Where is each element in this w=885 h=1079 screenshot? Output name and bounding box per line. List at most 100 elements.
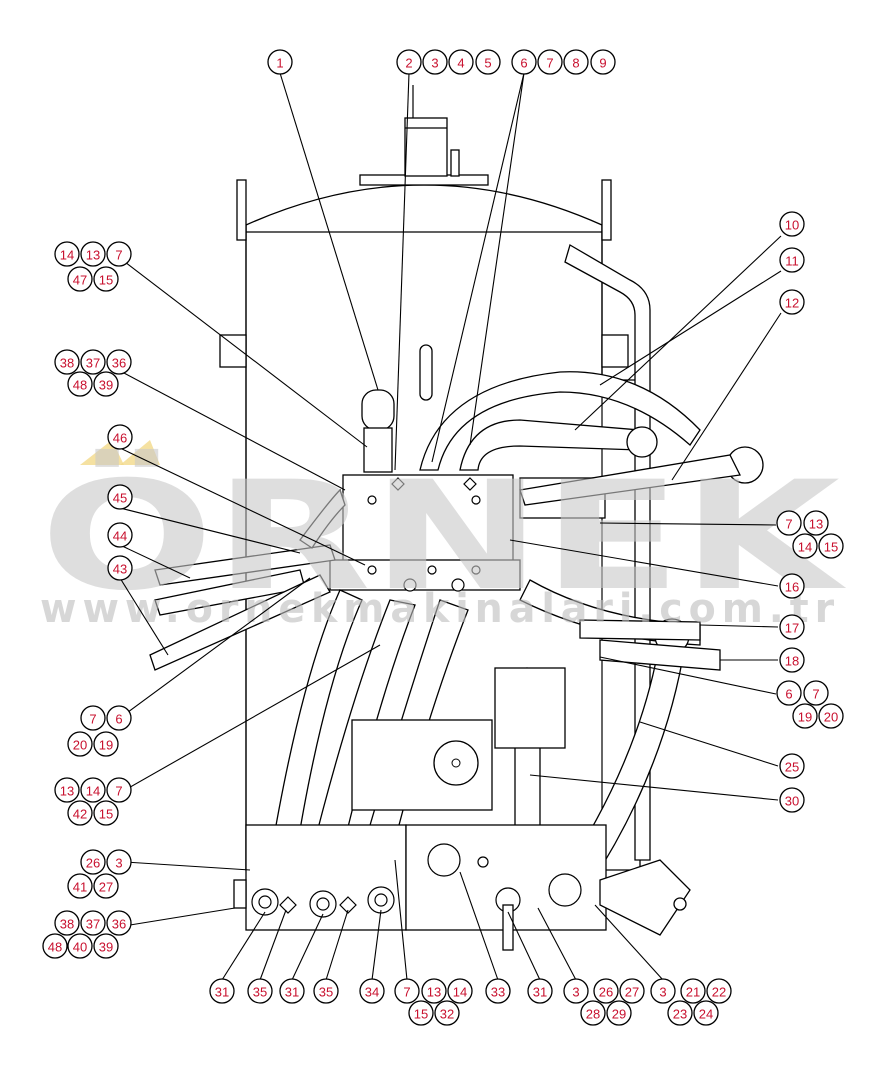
callout-14: 14 — [792, 533, 818, 559]
callout-circle — [776, 510, 802, 536]
callout-circle — [619, 978, 645, 1004]
callout-circle — [54, 349, 80, 375]
callout-18: 18 — [779, 647, 805, 673]
callout-label: 3 — [572, 985, 579, 1000]
callout-circle — [80, 849, 106, 875]
callout-30: 30 — [779, 787, 805, 813]
callout-label: 32 — [440, 1007, 454, 1022]
callout-15: 15 — [93, 800, 119, 826]
callout-circle — [93, 266, 119, 292]
callout-27: 27 — [619, 978, 645, 1004]
callout-label: 5 — [484, 56, 491, 71]
callout-14: 14 — [80, 777, 106, 803]
callout-34: 34 — [359, 978, 385, 1004]
callout-label: 35 — [319, 985, 333, 1000]
callout-circle — [590, 49, 616, 75]
callout-15: 15 — [408, 1000, 434, 1026]
callout-label: 13 — [60, 784, 74, 799]
callout-circle — [408, 1000, 434, 1026]
callout-label: 15 — [99, 273, 113, 288]
watermark: ÖRNEK www.ornekmakinalari.com.tr — [40, 440, 846, 632]
callout-20: 20 — [67, 731, 93, 757]
callout-circle — [580, 1000, 606, 1026]
callout-label: 27 — [99, 880, 113, 895]
callout-circle — [67, 873, 93, 899]
callout-label: 23 — [673, 1007, 687, 1022]
callout-15: 15 — [818, 533, 844, 559]
callout-5: 5 — [475, 49, 501, 75]
callout-7: 7 — [776, 510, 802, 536]
callout-label: 29 — [612, 1007, 626, 1022]
callout-label: 3 — [659, 985, 666, 1000]
callout-2: 2 — [396, 49, 422, 75]
callout-circle — [67, 933, 93, 959]
callout-31: 31 — [527, 978, 553, 1004]
callout-label: 9 — [599, 56, 606, 71]
callout-circle — [779, 211, 805, 237]
callout-circle — [80, 349, 106, 375]
callout-circle — [93, 873, 119, 899]
callout-circle — [394, 978, 420, 1004]
callout-label: 7 — [812, 687, 819, 702]
callout-circle — [93, 371, 119, 397]
callout-label: 24 — [699, 1007, 713, 1022]
callout-43: 43 — [107, 555, 133, 581]
callout-21: 21 — [680, 978, 706, 1004]
callout-label: 7 — [115, 248, 122, 263]
callout-15: 15 — [93, 266, 119, 292]
callout-label: 26 — [86, 856, 100, 871]
callout-label: 47 — [73, 273, 87, 288]
callout-circle — [818, 533, 844, 559]
callout-31: 31 — [279, 978, 305, 1004]
callout-29: 29 — [606, 1000, 632, 1026]
callout-circle — [67, 731, 93, 757]
leader-lines — [119, 72, 782, 981]
callout-19: 19 — [93, 731, 119, 757]
callout-38: 38 — [54, 349, 80, 375]
callout-label: 35 — [253, 985, 267, 1000]
callout-label: 13 — [86, 248, 100, 263]
callout-25: 25 — [779, 753, 805, 779]
callout-label: 36 — [112, 356, 126, 371]
callout-circle — [267, 49, 293, 75]
callout-label: 14 — [60, 248, 74, 263]
callout-label: 13 — [427, 985, 441, 1000]
callout-circle — [54, 910, 80, 936]
callout-17: 17 — [779, 614, 805, 640]
callout-31: 31 — [209, 978, 235, 1004]
callout-circle — [422, 49, 448, 75]
callout-circle — [80, 705, 106, 731]
callout-circle — [279, 978, 305, 1004]
callout-label: 25 — [785, 760, 799, 775]
callout-label: 10 — [785, 218, 799, 233]
callout-11: 11 — [779, 247, 805, 273]
callout-circle — [606, 1000, 632, 1026]
callout-23: 23 — [667, 1000, 693, 1026]
callout-circle — [706, 978, 732, 1004]
callout-7: 7 — [537, 49, 563, 75]
callout-circle — [209, 978, 235, 1004]
callout-39: 39 — [93, 371, 119, 397]
callout-circle — [106, 241, 132, 267]
callout-circle — [511, 49, 537, 75]
callout-label: 7 — [785, 517, 792, 532]
callout-3: 3 — [563, 978, 589, 1004]
callout-48: 48 — [67, 371, 93, 397]
callout-26: 26 — [80, 849, 106, 875]
callout-35: 35 — [313, 978, 339, 1004]
callout-circle — [485, 978, 511, 1004]
callout-circle — [67, 371, 93, 397]
callout-48: 48 — [42, 933, 68, 959]
callout-circle — [776, 680, 802, 706]
callout-3: 3 — [650, 978, 676, 1004]
callout-label: 19 — [99, 738, 113, 753]
callout-label: 19 — [798, 710, 812, 725]
callout-label: 44 — [113, 529, 127, 544]
callout-circle — [107, 424, 133, 450]
callout-circle — [313, 978, 339, 1004]
callout-circle — [447, 978, 473, 1004]
callout-7: 7 — [394, 978, 420, 1004]
callout-circle — [359, 978, 385, 1004]
callout-7: 7 — [803, 680, 829, 706]
